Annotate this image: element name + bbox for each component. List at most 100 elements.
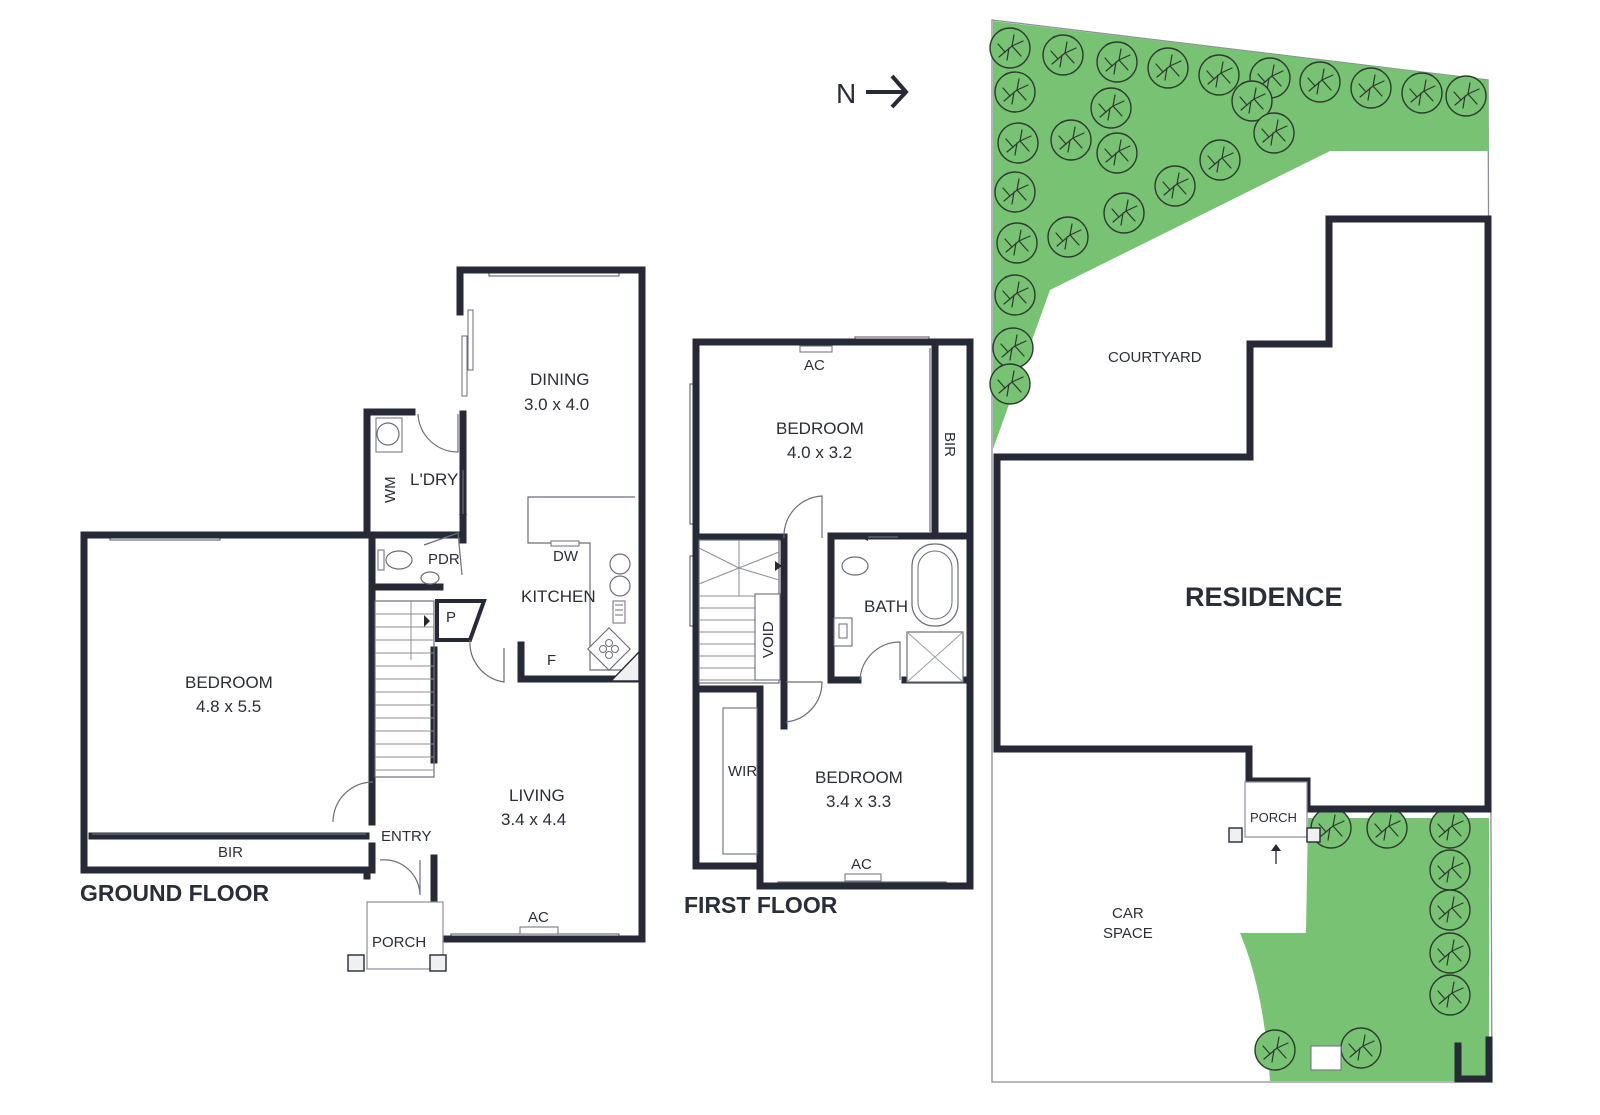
site-porch-label: PORCH (1250, 810, 1297, 825)
car-space-label-line2: SPACE (1103, 925, 1153, 942)
ground-floor-title: GROUND FLOOR (80, 880, 269, 906)
tree-icon (1198, 54, 1240, 96)
ff-bed2-ac-label: AC (851, 856, 872, 873)
tree-icon (1254, 1029, 1296, 1071)
living-ac-unit (519, 926, 559, 935)
tree-icon (1350, 67, 1392, 109)
tree-icon (1050, 119, 1092, 161)
ff-bed2-label: BEDROOM (815, 768, 903, 787)
tree-icon (1445, 75, 1487, 117)
laundry-label: L'DRY (410, 470, 458, 489)
tree-icon (1047, 216, 1089, 258)
ff-outer-wall (692, 338, 974, 890)
first-floor-plan: VOID AC AC BEDROOM 4.0 x 3.2 BIR BATH WI… (684, 336, 974, 918)
tree-icon (1199, 139, 1241, 181)
tree-icon (1090, 87, 1132, 129)
tree-icon (992, 327, 1034, 369)
tree-icon (1429, 807, 1471, 849)
ff-bed1-ac-label: AC (804, 357, 825, 374)
ff-bed1-label: BEDROOM (776, 419, 864, 438)
washing-machine-label: WM (382, 476, 399, 503)
door-bedroom (332, 781, 374, 823)
ff-bed1-ac-unit (799, 345, 833, 353)
ground-porch-post-right (429, 954, 447, 972)
sliding-door-dining (461, 309, 474, 397)
laundry-tub-icon (376, 422, 400, 446)
first-stairs (698, 539, 782, 684)
first-floor-title: FIRST FLOOR (684, 892, 838, 918)
wir-shelf (722, 707, 758, 855)
bedroom-bir-label: BIR (218, 844, 243, 861)
tree-icon (1154, 165, 1196, 207)
tree-icon (1366, 807, 1408, 849)
tree-icon (1429, 849, 1471, 891)
tree-icon (1042, 34, 1084, 76)
ff-bed2-size: 3.4 x 3.3 (826, 792, 891, 811)
door-pdr (423, 532, 463, 576)
tree-icon (1429, 889, 1471, 931)
tree-icon (1231, 80, 1273, 122)
dining-size: 3.0 x 4.0 (524, 395, 589, 414)
ff-toilet-icon (841, 556, 869, 576)
tree-icon (996, 222, 1038, 264)
dishwasher-label: DW (553, 548, 579, 565)
toilet-icon (385, 550, 413, 570)
living-ac-label: AC (528, 909, 549, 926)
entry-label: ENTRY (381, 828, 432, 845)
residence-outline (993, 215, 1492, 813)
ff-vanity-basin-icon (833, 617, 853, 647)
tree-icon (1147, 47, 1189, 89)
courtyard-label: COURTYARD (1108, 349, 1202, 366)
wir-label: WIR (728, 763, 757, 780)
residence-label: RESIDENCE (1185, 582, 1343, 612)
door-entry (379, 859, 421, 896)
living-size: 3.4 x 4.4 (501, 810, 566, 829)
tree-icon (1253, 112, 1295, 154)
ground-porch-post-left (347, 954, 365, 972)
site-porch: PORCH (1228, 781, 1321, 864)
door-laundry (417, 413, 459, 453)
bedroom-size: 4.8 x 5.5 (196, 697, 261, 716)
void-label: VOID (760, 621, 777, 658)
ground-floor-plan: P WM L'DRY PDR (80, 266, 646, 972)
shower-icon (906, 631, 964, 683)
door-ff-bed2 (785, 681, 823, 723)
ground-stairs (374, 600, 435, 778)
tree-icon (1103, 192, 1145, 234)
living-label: LIVING (509, 786, 565, 805)
wall-bedroom (80, 531, 371, 880)
wall-east-dining (446, 266, 646, 943)
fridge-label: F (547, 652, 556, 669)
car-space-label-line1: CAR (1112, 905, 1144, 922)
tree-icon (1429, 974, 1471, 1016)
bedroom-label: BEDROOM (185, 673, 273, 692)
porch-post-left (1228, 827, 1243, 843)
tree-icon (989, 27, 1031, 69)
tree-icon (1429, 932, 1471, 974)
garden-top (993, 21, 1489, 449)
north-arrow-icon (866, 74, 909, 109)
site-trees (989, 27, 1487, 1071)
kitchen-corner-hatch (609, 650, 640, 682)
tree-icon (1299, 61, 1341, 103)
bathtub-icon (911, 543, 959, 627)
gate-wall (1454, 1036, 1493, 1083)
tree-icon (1096, 41, 1138, 83)
wall-kitchen-stub (517, 641, 639, 683)
door-ff-bath (859, 641, 901, 681)
cooktop-icon (587, 627, 631, 671)
pantry-label: P (446, 609, 456, 626)
tree-icon (994, 71, 1036, 113)
dishwasher (550, 540, 580, 547)
ff-wall-bath-left (827, 532, 862, 684)
garden-bottom (1240, 818, 1489, 1081)
laundry-bench (375, 417, 403, 453)
ff-bed2-ac-unit (844, 873, 882, 882)
bath-label: BATH (864, 597, 908, 616)
wall-laundry (363, 408, 416, 535)
tree-icon (994, 274, 1036, 316)
tree-icon (1340, 1027, 1382, 1069)
ff-bed1-bir-label: BIR (941, 432, 958, 457)
door-ff-bed1 (783, 495, 823, 539)
